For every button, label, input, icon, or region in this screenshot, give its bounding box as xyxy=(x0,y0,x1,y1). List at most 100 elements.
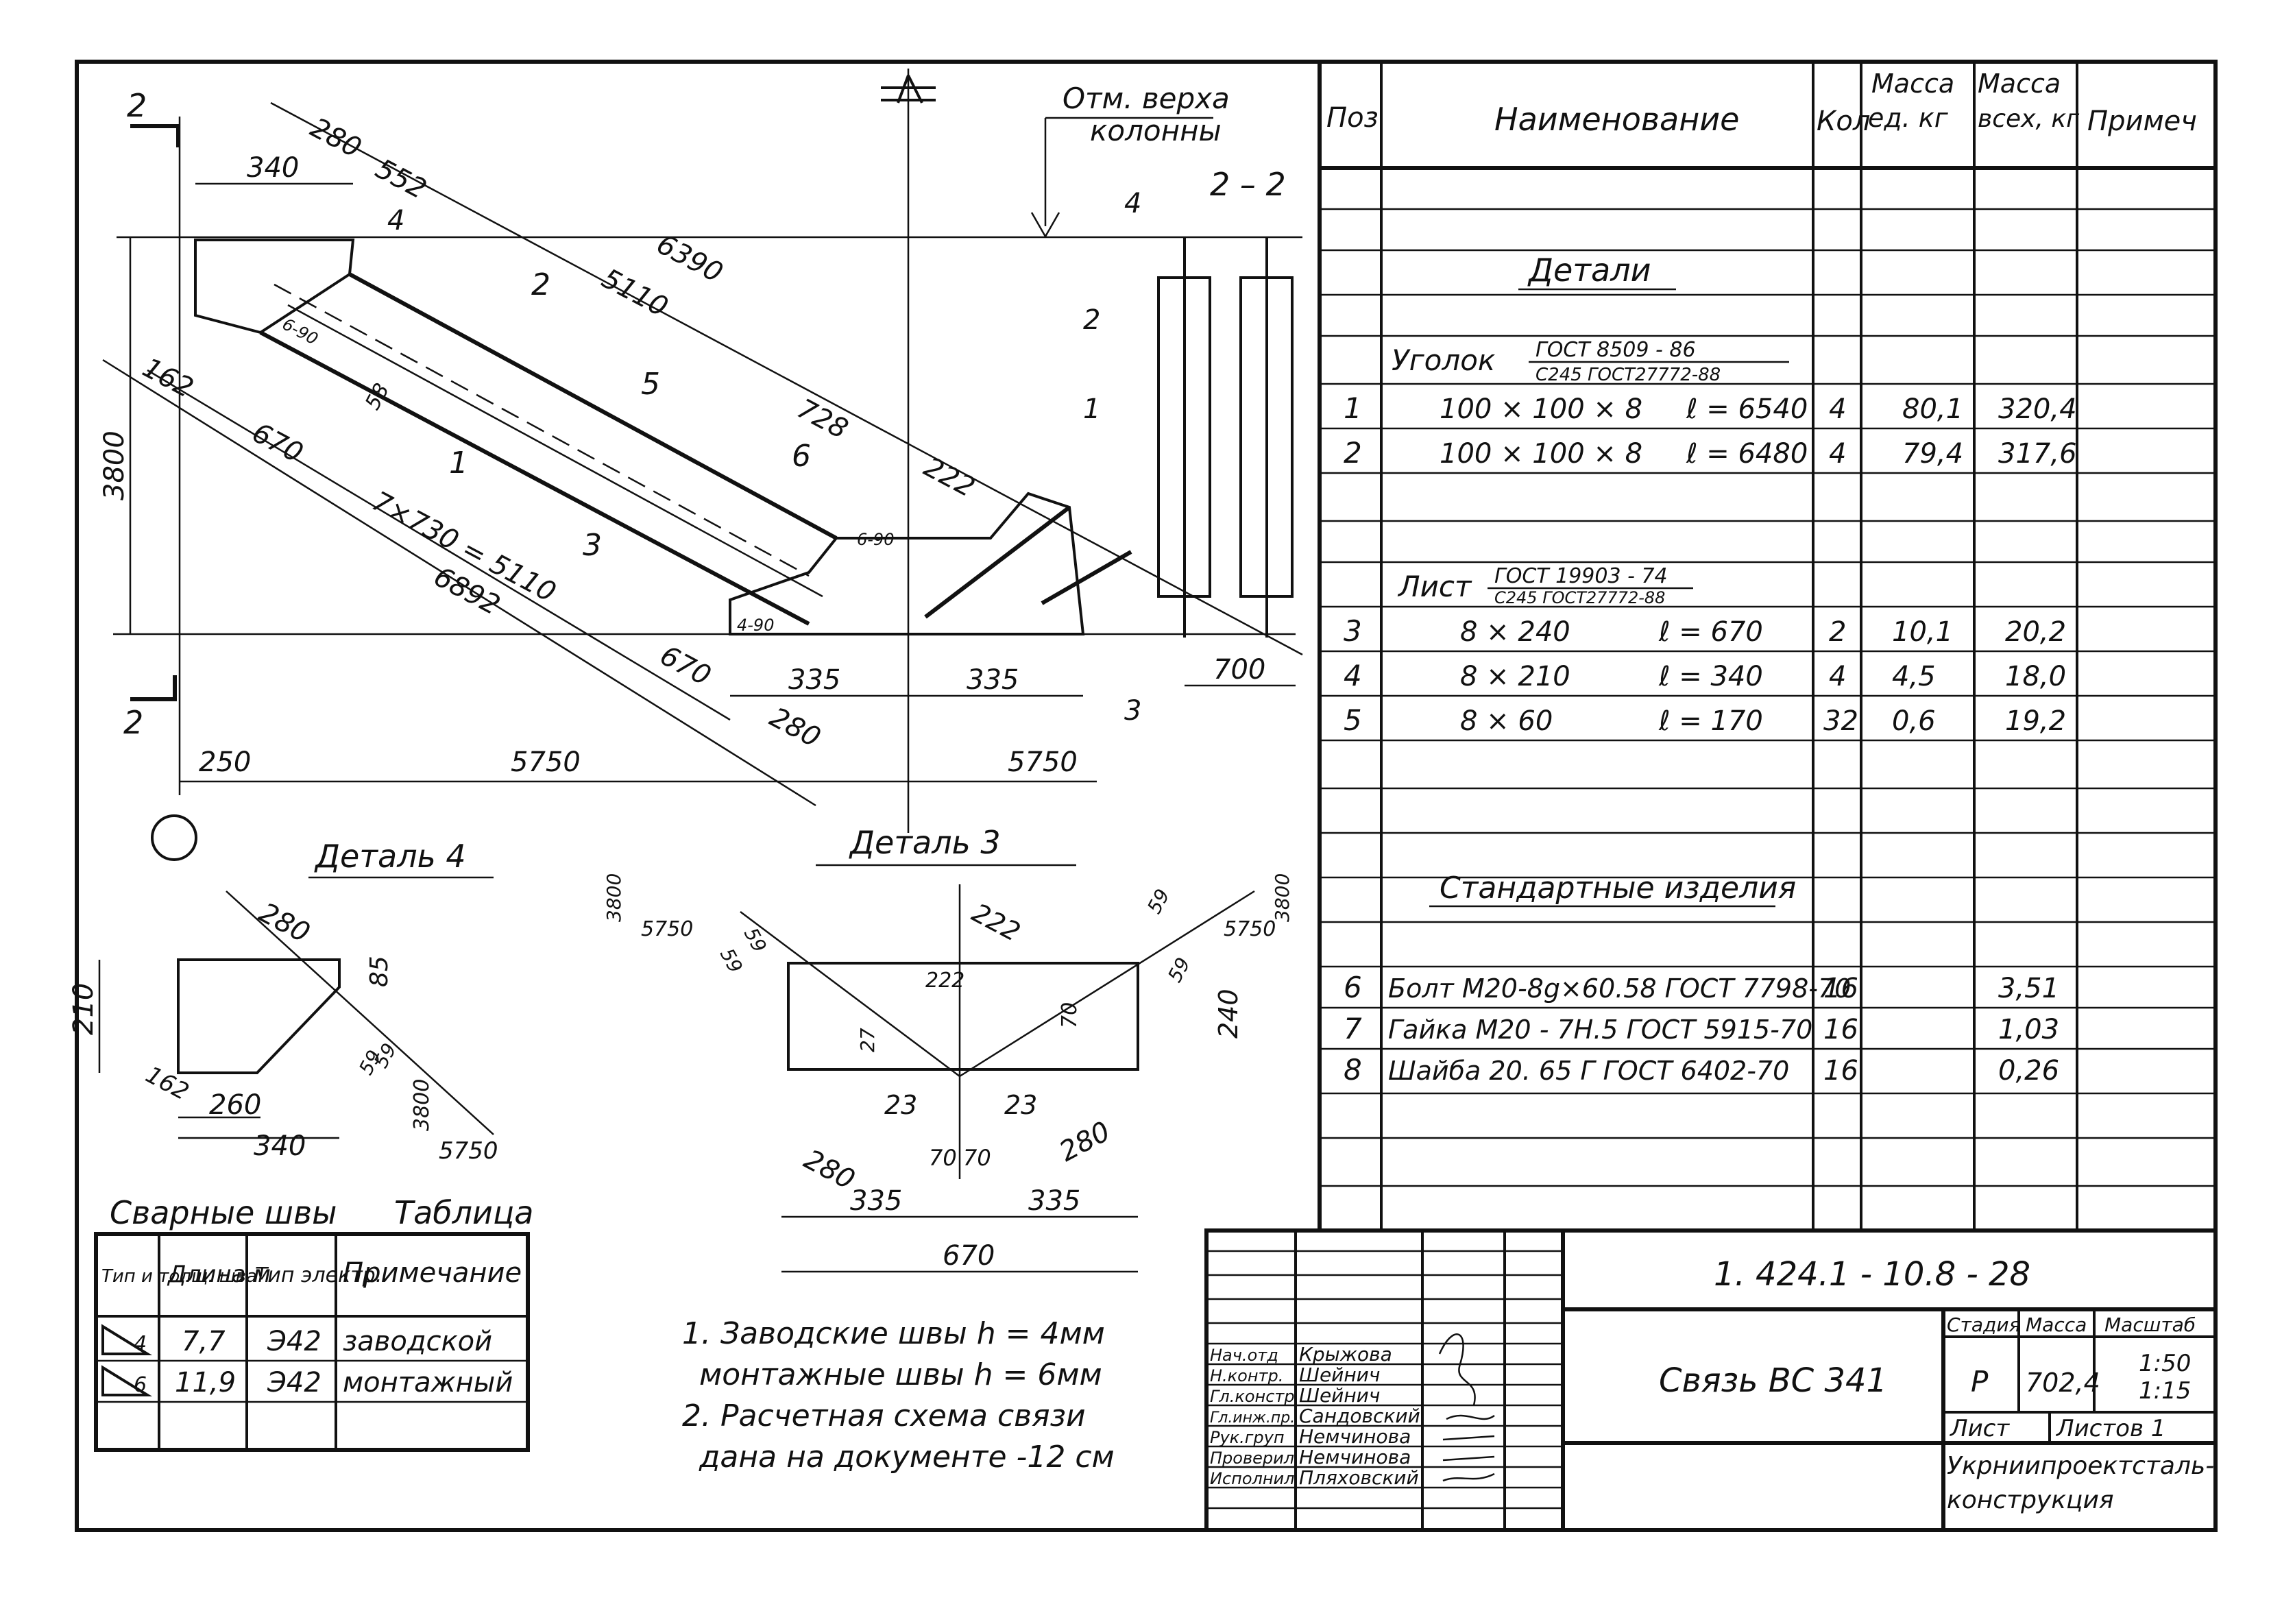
detail-3-plate xyxy=(787,962,1139,1071)
column-top-label-2: колонны xyxy=(1090,114,1222,147)
spec-header-qty: Кол xyxy=(1817,106,1870,137)
spec-std-6-name: Болт М20-8g×60.58 ГОСТ 7798-70 xyxy=(1388,973,1851,1004)
weld-row-2-type: 6 xyxy=(134,1373,147,1397)
spec-row-2-mass-unit: 79,4 xyxy=(1902,438,1963,470)
spec-row-2-qty: 4 xyxy=(1829,438,1846,470)
spec-header-mass-all-2: всех, кг xyxy=(1978,105,2080,133)
detail-4-slope-h: 5750 xyxy=(439,1137,498,1165)
spec-std-7-qty: 16 xyxy=(1823,1014,1858,1045)
weld-table-frame xyxy=(94,1232,530,1452)
detail-3-dim-222a: 222 xyxy=(967,897,1025,947)
tb-left-row-rules xyxy=(1206,1250,1563,1510)
sheet-frame xyxy=(75,60,2218,1532)
note-line-1: 1. Заводские швы h = 4мм xyxy=(682,1316,1105,1351)
dim-340: 340 xyxy=(247,152,299,184)
tb-role-4: Гл.инж.пр. xyxy=(1210,1409,1295,1427)
dim-335-a: 335 xyxy=(788,664,840,696)
dim-line-6390 xyxy=(270,101,1303,656)
detail-4: Деталь 4 280 210 85 162 260 340 59 59 38… xyxy=(68,838,498,1165)
dim-280-b: 280 xyxy=(764,701,825,753)
tb-role-7: Исполнил xyxy=(1210,1469,1295,1488)
dim-line-6892 xyxy=(102,359,816,807)
title-block-frame xyxy=(1204,1228,2218,1532)
spec-row-5-length: ℓ = 170 xyxy=(1658,705,1763,737)
gusset-plate-bottom xyxy=(729,492,1085,635)
weld-table: Сварные швы Таблица Тип и толщ. шва Длин… xyxy=(94,1194,533,1452)
spec-row-3-mass-unit: 10,1 xyxy=(1892,616,1953,648)
section-pos-2: 2 xyxy=(1083,304,1100,336)
dim-3800: 3800 xyxy=(99,431,130,500)
spec-row-1-pos: 1 xyxy=(1344,391,1362,425)
pos-label-1: 1 xyxy=(449,446,468,481)
spec-std-6-qty: 16 xyxy=(1823,973,1858,1004)
detail-3-dim-670: 670 xyxy=(943,1240,995,1272)
angle-inner-line-2 xyxy=(287,304,823,598)
weld-6-90-b: 6-90 xyxy=(857,530,894,549)
detail-4-dim-340: 340 xyxy=(254,1130,306,1162)
spec-row-1-qty: 4 xyxy=(1829,393,1846,425)
pos-label-2: 2 xyxy=(531,267,550,302)
tb-doc-code: 1. 424.1 - 10.8 - 28 xyxy=(1714,1255,2030,1294)
detail-3: Деталь 3 3800 5750 3800 5750 59 59 59 59… xyxy=(603,824,1294,1273)
detail-3-dim-27: 27 xyxy=(856,1028,879,1052)
section-title: 2 – 2 xyxy=(1210,166,1286,203)
dim-670-b: 670 xyxy=(655,640,716,692)
spec-row-5-size: 8 × 60 xyxy=(1460,705,1553,737)
spec-header-note: Примеч xyxy=(2087,106,2197,137)
weld-row-2-note: монтажный xyxy=(343,1367,513,1398)
pos-label-5: 5 xyxy=(641,367,660,402)
dim-line-7x730 xyxy=(147,369,731,721)
spec-row-4-mass-all: 18,0 xyxy=(2005,661,2066,692)
tb-stage-label: Стадия xyxy=(1947,1313,2020,1336)
spec-row-3-length: ℓ = 670 xyxy=(1658,616,1763,648)
detail-3-dim-335a: 335 xyxy=(850,1185,902,1217)
detail-3-slope-h-l: 5750 xyxy=(641,917,693,941)
angle-right-2 xyxy=(1041,550,1132,605)
signature-icon xyxy=(1438,1333,1495,1482)
section-dim-700: 700 xyxy=(1213,654,1265,686)
tb-role-3: Гл.констр xyxy=(1210,1387,1295,1406)
spec-section-standard: Стандартные изделия xyxy=(1440,871,1796,906)
spec-header-name: Наименование xyxy=(1494,101,1739,138)
spec-row-3-pos: 3 xyxy=(1344,614,1362,648)
detail-3-dim-280b: 280 xyxy=(1054,1115,1115,1167)
note-line-3: 2. Расчетная схема связи xyxy=(682,1398,1086,1433)
column-top-leader xyxy=(1030,117,1213,239)
dim-728: 728 xyxy=(792,393,853,445)
tb-role-5: Рук.груп xyxy=(1210,1428,1285,1447)
spec-row-1-mass-all: 320,4 xyxy=(1998,393,2077,425)
angle-right xyxy=(924,505,1071,619)
tb-name-1: Крыжова xyxy=(1299,1343,1392,1366)
spec-std-6-mass: 3,51 xyxy=(1998,973,2059,1004)
section-mark-top: 2 xyxy=(127,87,147,124)
spec-row-2-length: ℓ = 6480 xyxy=(1686,438,1808,470)
spec-row-1-length: ℓ = 6540 xyxy=(1686,393,1808,425)
detail-3-dim-70v: 70 xyxy=(1058,1002,1082,1028)
weld-row-2-electrode: Э42 xyxy=(267,1367,321,1398)
note-line-2: монтажные швы h = 6мм xyxy=(699,1357,1102,1392)
detail-3-diag-right xyxy=(959,890,1255,1078)
detail-3-dim-59d: 59 xyxy=(1163,954,1195,986)
detail-3-dim-23a: 23 xyxy=(884,1090,917,1120)
dim-58: 58 xyxy=(361,380,394,414)
weld-row-1-length: 7,7 xyxy=(182,1326,226,1357)
dim-335-b: 335 xyxy=(967,664,1019,696)
detail-3-diag-left xyxy=(740,911,960,1077)
section-mark-bottom: 2 xyxy=(123,704,143,741)
weld-row-1-note: заводской xyxy=(343,1326,492,1357)
detail-4-diag xyxy=(226,890,494,1135)
tb-mass: 702,4 xyxy=(2026,1368,2100,1398)
spec-std-8-mass: 0,26 xyxy=(1998,1055,2059,1087)
detail-4-dim-85: 85 xyxy=(365,956,393,987)
spec-std-6-pos: 6 xyxy=(1344,971,1362,1004)
title-block: Нач.отд Крыжова Н.контр. Шейнич Гл.конст… xyxy=(1204,1228,2218,1532)
dim-5110: 5110 xyxy=(596,263,672,323)
tb-org-1: Укрниипроектсталь- xyxy=(1947,1452,2214,1480)
dim-5750-a: 5750 xyxy=(511,747,581,778)
tb-name-3: Шейнич xyxy=(1299,1384,1380,1407)
detail-3-slope-v-r: 3800 xyxy=(1271,873,1294,922)
detail-3-dim-240: 240 xyxy=(1213,989,1243,1039)
spec-row-1-mass-unit: 80,1 xyxy=(1902,393,1963,425)
spec-std-7-pos: 7 xyxy=(1344,1012,1362,1045)
